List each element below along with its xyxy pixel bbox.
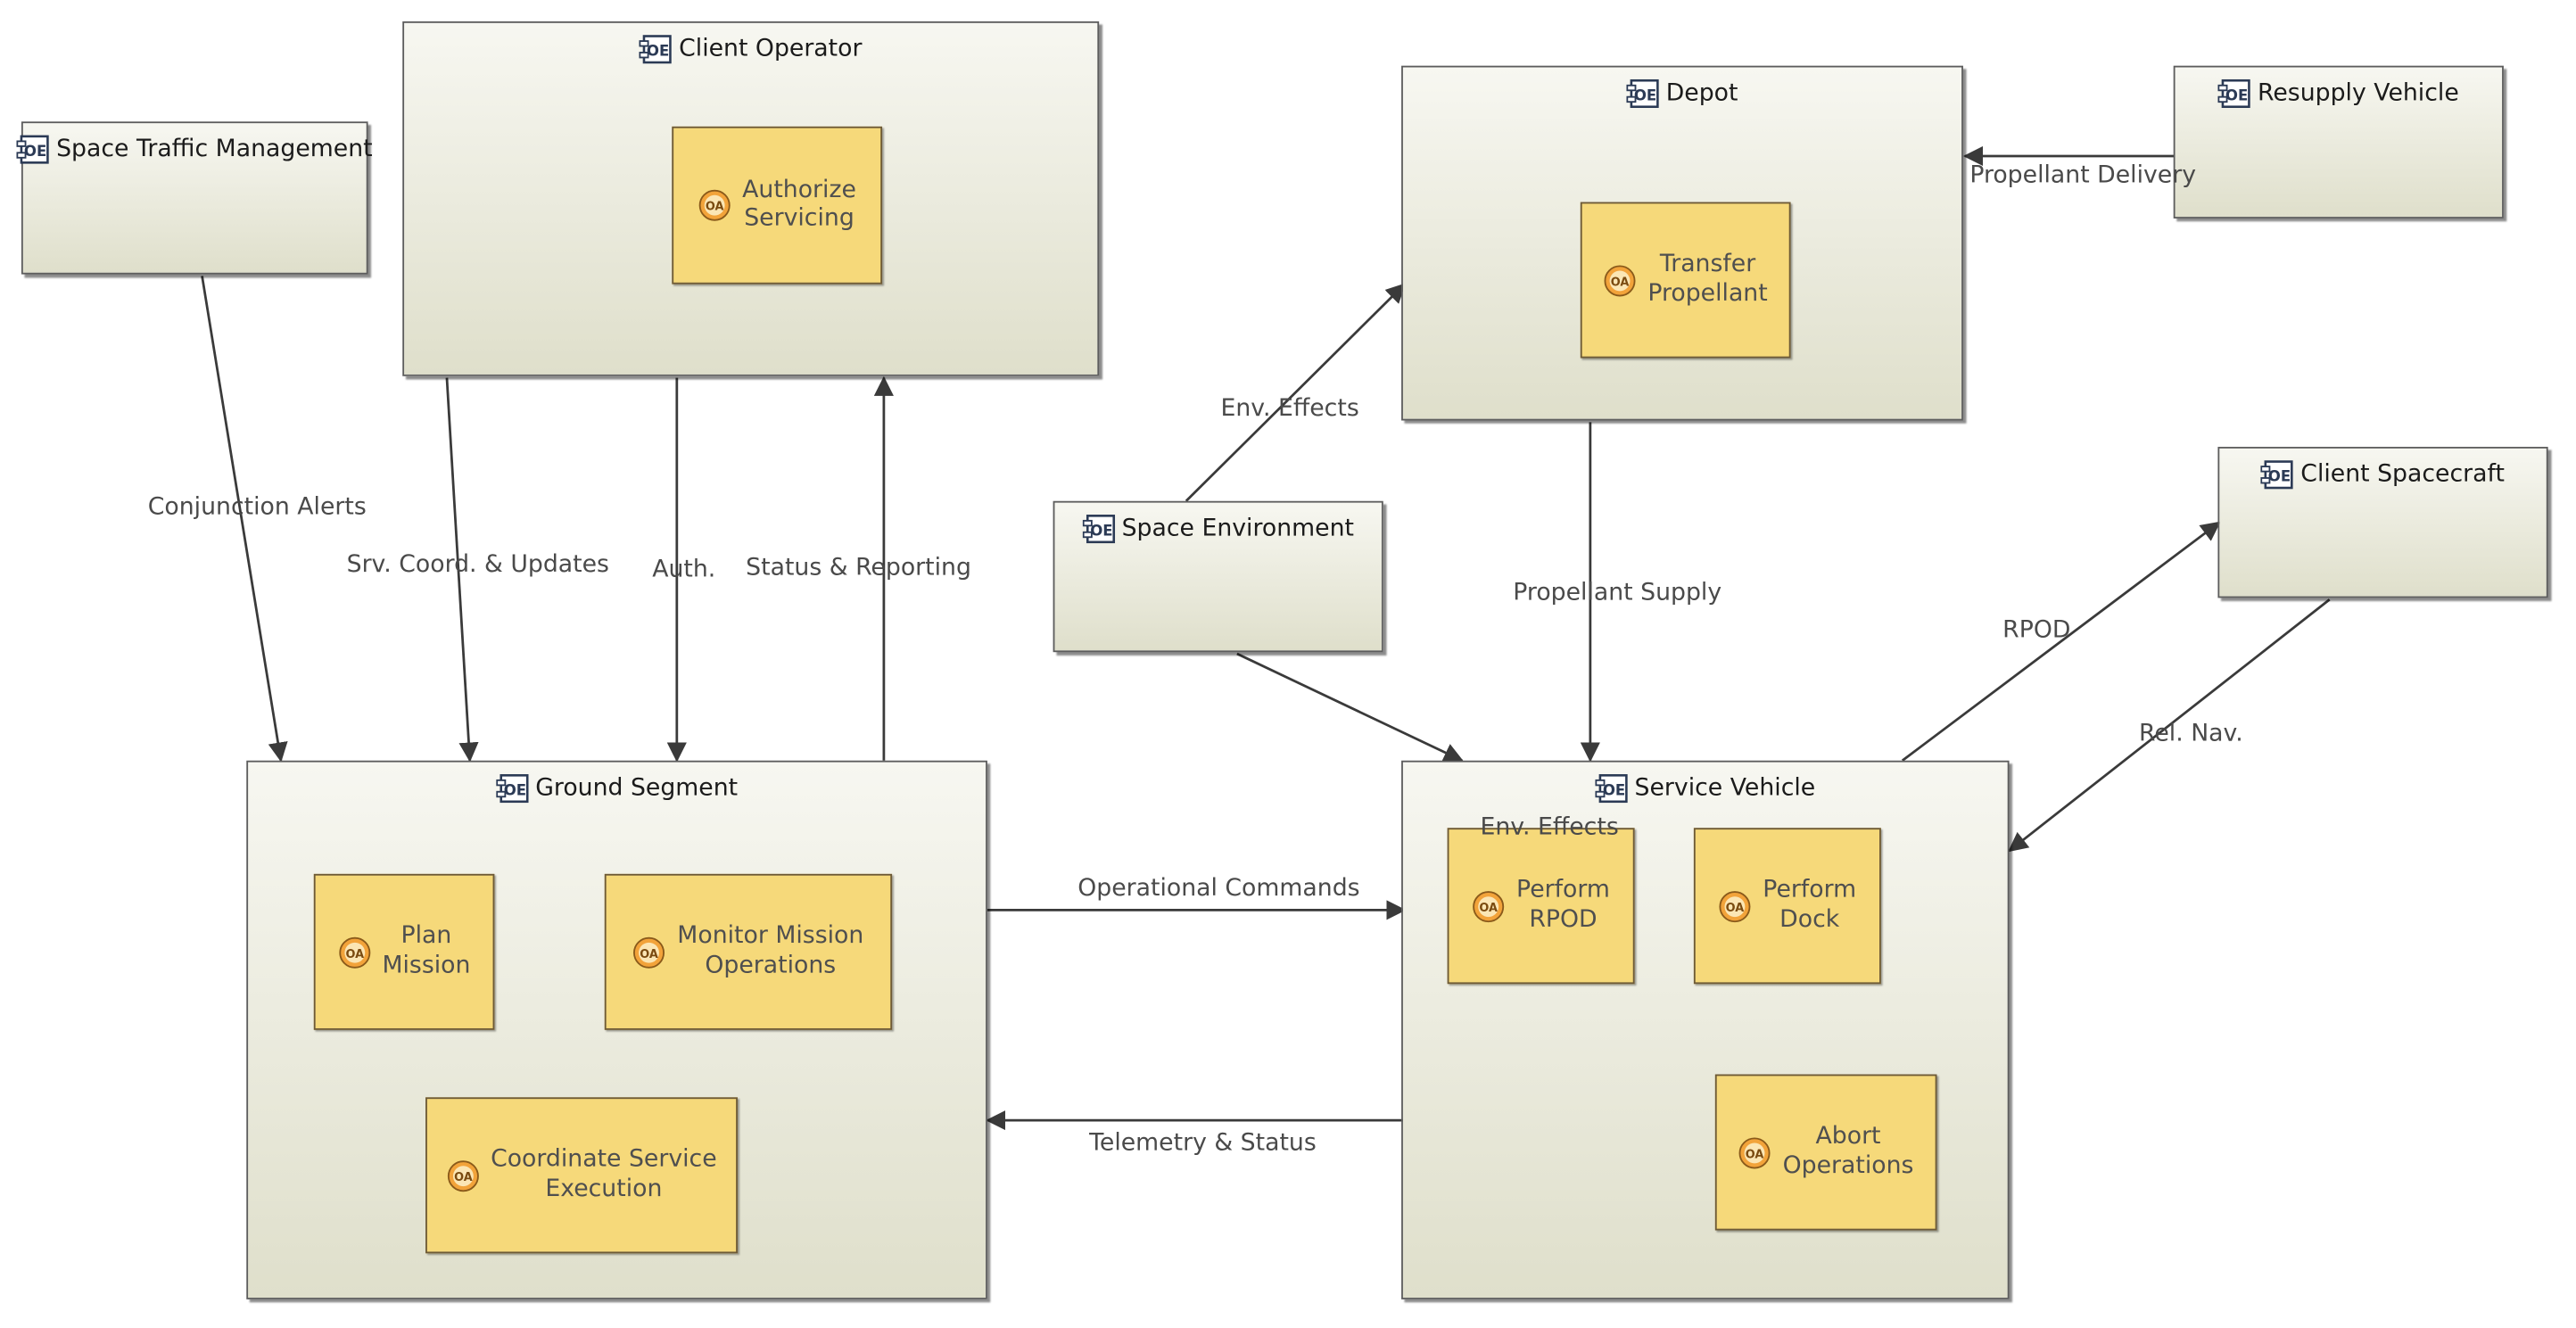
activity-label: Perform RPOD [1516, 877, 1610, 933]
entity-header: OE Resupply Vehicle [2176, 78, 2503, 109]
entity-client-spacecraft[interactable]: OE Client Spacecraft [2217, 446, 2548, 598]
activity-label: Transfer Propellant [1647, 251, 1768, 307]
activity-label: Perform Dock [1763, 877, 1857, 933]
exchange-label-srv-coord-updates: Srv. Coord. & Updates [346, 551, 609, 579]
rel-nav-line[interactable] [2008, 598, 2331, 853]
env-effects-depot-line[interactable] [1185, 283, 1407, 502]
operational-entity-icon: OE [2217, 78, 2251, 109]
svg-text:OE: OE [1634, 87, 1656, 103]
svg-text:OA: OA [706, 201, 724, 214]
svg-text:OA: OA [1611, 276, 1630, 289]
activity-label: Abort Operations [1782, 1123, 1914, 1179]
exchange-label-env-effects-sv: Env. Effects [1480, 814, 1619, 842]
entity-header: OE Space Environment [1054, 514, 1382, 544]
exchange-label-rpod: RPOD [2002, 617, 2071, 644]
entity-header: OE Ground Segment [248, 773, 986, 804]
rpod-line[interactable] [1901, 521, 2221, 762]
exchange-label-conjunction-alerts: Conjunction Alerts [147, 494, 367, 521]
activity-perform-dock[interactable]: OA Perform Dock [1693, 828, 1881, 985]
operational-entity-icon: OE [1626, 78, 1659, 109]
operational-activity-icon: OA [338, 936, 371, 969]
svg-text:OA: OA [345, 947, 364, 961]
svg-text:OE: OE [503, 781, 525, 798]
operational-entity-icon: OE [16, 135, 50, 164]
operational-activity-icon: OA [1719, 889, 1752, 922]
activity-plan-mission[interactable]: OA Plan Mission [313, 873, 495, 1030]
activity-coordinate-service-execution[interactable]: OA Coordinate Service Execution [425, 1097, 738, 1254]
exchange-label-telemetry-status: Telemetry & Status [1089, 1130, 1317, 1157]
activity-label: Plan Mission [382, 923, 471, 978]
entity-header: OE Depot [1403, 78, 1961, 109]
operational-entity-icon: OE [2261, 460, 2294, 490]
entity-title: Space Environment [1121, 516, 1354, 542]
operational-entity-icon: OE [639, 35, 673, 64]
entity-title: Space Traffic Management [56, 136, 373, 163]
entity-header: OE Client Spacecraft [2219, 460, 2547, 490]
operational-activity-icon: OA [1472, 889, 1505, 922]
exchange-label-env-effects-depot: Env. Effects [1220, 395, 1359, 423]
operational-activity-icon: OA [698, 189, 731, 222]
exchange-label-propellant-delivery: Propellant Delivery [1969, 162, 2197, 189]
entity-space-environment[interactable]: OE Space Environment [1053, 500, 1383, 653]
exchange-label-status-reporting: Status & Reporting [746, 555, 971, 582]
svg-text:OE: OE [2225, 87, 2248, 103]
entity-header: OE Service Vehicle [1403, 773, 2008, 804]
entity-space-traffic-management[interactable]: OE Space Traffic Management [16, 121, 373, 275]
operational-activity-icon: OA [633, 936, 666, 969]
svg-text:OE: OE [2269, 468, 2291, 485]
activity-authorize-servicing[interactable]: OA Authorize Servicing [672, 126, 883, 285]
exchange-label-propellant-supply: Propellant Supply [1513, 580, 1722, 606]
operational-activity-icon: OA [1738, 1136, 1771, 1169]
activity-perform-rpod[interactable]: OA Perform RPOD [1447, 828, 1635, 985]
entity-header: OE Client Operator [404, 35, 1097, 64]
entity-title: Depot [1665, 80, 1738, 107]
exchange-label-rel-nav: Rel. Nav. [2139, 721, 2243, 748]
operational-entity-icon: OE [1082, 514, 1115, 544]
svg-text:OA: OA [640, 947, 659, 961]
entity-title: Resupply Vehicle [2258, 80, 2459, 107]
entity-title: Client Operator [679, 36, 863, 62]
svg-text:OA: OA [1726, 901, 1745, 914]
activity-label: Authorize Servicing [742, 176, 856, 232]
operational-activity-icon: OA [446, 1159, 479, 1192]
entity-title: Service Vehicle [1634, 775, 1816, 802]
activity-monitor-mission-operations[interactable]: OA Monitor Mission Operations [604, 873, 893, 1030]
env-effects-sv-line[interactable] [1236, 652, 1464, 763]
entity-resupply-vehicle[interactable]: OE Resupply Vehicle [2173, 65, 2504, 219]
svg-text:OE: OE [1090, 522, 1112, 539]
svg-text:OA: OA [1479, 901, 1498, 914]
operational-activity-icon: OA [1604, 264, 1637, 297]
svg-text:OA: OA [453, 1170, 472, 1184]
svg-text:OE: OE [647, 43, 669, 60]
srv-coord-updates-line[interactable] [445, 377, 479, 763]
activity-abort-operations[interactable]: OA Abort Operations [1714, 1074, 1937, 1231]
conjunction-alerts-line[interactable] [201, 276, 288, 763]
entity-title: Client Spacecraft [2300, 461, 2505, 489]
entity-header: OE Space Traffic Management [16, 135, 373, 164]
operational-entity-icon: OE [496, 773, 529, 804]
activity-transfer-propellant[interactable]: OA Transfer Propellant [1580, 202, 1791, 359]
svg-text:OE: OE [24, 143, 46, 160]
svg-text:OA: OA [1746, 1148, 1764, 1161]
svg-text:OE: OE [1603, 781, 1625, 798]
activity-label: Coordinate Service Execution [491, 1146, 717, 1202]
entity-title: Ground Segment [535, 775, 739, 802]
activity-label: Monitor Mission Operations [677, 923, 864, 978]
exchange-label-auth: Auth. [652, 557, 716, 583]
exchange-label-operational-commands: Operational Commands [1077, 875, 1360, 903]
operational-entity-icon: OE [1595, 773, 1628, 804]
